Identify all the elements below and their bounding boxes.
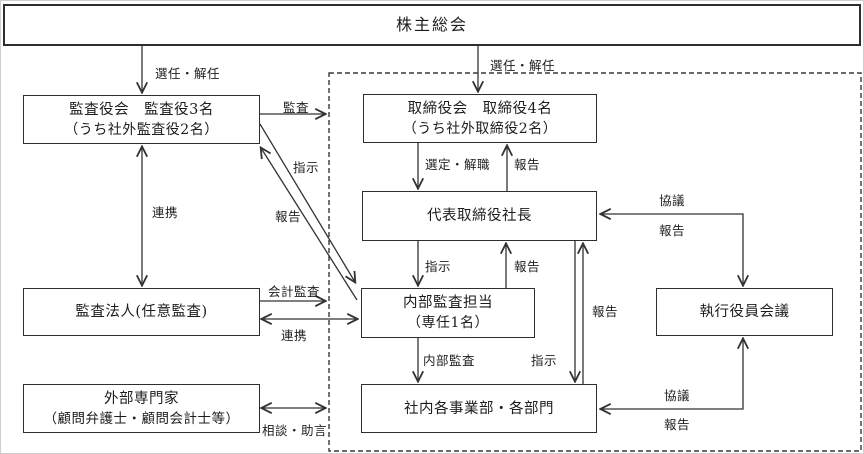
edge-label-report-from-divisions: 報告	[592, 304, 619, 319]
board-line2: （うち社外取締役2名）	[402, 120, 558, 137]
president-label: 代表取締役社長	[427, 208, 532, 224]
audit-firm-label: 監査法人(任意監査)	[75, 304, 208, 320]
box-external-experts: 外部専門家 （顧問弁護士・顧問会計士等）	[23, 384, 260, 433]
edge-label-instruct-diagonal: 指示	[293, 160, 320, 175]
internal-audit-line1: 内部監査担当	[403, 295, 493, 311]
edge-label-report-divisions-exec: 報告	[664, 417, 691, 432]
audit-board-line2: （うち社外監査役2名）	[64, 121, 219, 138]
box-audit-firm: 監査法人(任意監査)	[23, 288, 260, 336]
edge-label-audit: 監査	[283, 100, 310, 115]
edge-label-select-dismiss: 選定・解職	[425, 157, 491, 172]
edge-label-instruct-internal-audit: 指示	[425, 259, 452, 274]
box-internal-divisions: 社内各事業部・各部門	[361, 384, 597, 433]
edge-label-report-diagonal: 報告	[275, 209, 302, 224]
edge-label-report-to-board: 報告	[514, 157, 541, 172]
edge-label-appoint-dismiss-right: 選任・解任	[490, 58, 556, 73]
edge-label-consult-president: 協議	[659, 193, 686, 208]
internal-audit-line2: （専任1名）	[407, 315, 489, 331]
edge-label-internal-audit: 内部監査	[423, 353, 476, 368]
edge-label-consult-divisions: 協議	[664, 388, 691, 403]
internal-boundary-dashed-box	[328, 72, 862, 452]
external-experts-line1: 外部専門家	[104, 390, 179, 407]
shareholders-meeting-label: 株主総会	[395, 15, 468, 34]
edge-label-consult-advice: 相談・助言	[262, 423, 328, 438]
box-internal-audit-staff: 内部監査担当 （専任1名）	[361, 288, 535, 338]
audit-board-line1: 監査役会 監査役3名	[69, 101, 214, 118]
edge-label-report-president-exec: 報告	[659, 223, 686, 238]
edge-label-report-to-president: 報告	[514, 259, 541, 274]
box-shareholders-meeting: 株主総会	[3, 4, 861, 46]
box-board-of-directors: 取締役会 取締役4名 （うち社外取締役2名）	[363, 94, 597, 143]
exec-council-label: 執行役員会議	[699, 304, 790, 320]
edge-label-cooperation-horizontal: 連携	[281, 328, 308, 343]
divisions-label: 社内各事業部・各部門	[404, 400, 554, 417]
edge-label-cooperation-vertical: 連携	[152, 205, 179, 220]
board-line1: 取締役会 取締役4名	[407, 100, 553, 117]
edge-label-accounting-audit: 会計監査	[268, 284, 321, 299]
box-president-ceo: 代表取締役社長	[362, 191, 597, 241]
external-experts-line2: （顧問弁護士・顧問会計士等）	[43, 410, 240, 427]
edge-label-appoint-dismiss-left: 選任・解任	[155, 66, 221, 81]
box-executive-officers-council: 執行役員会議	[656, 288, 833, 336]
box-audit-and-supervisory-board: 監査役会 監査役3名 （うち社外監査役2名）	[23, 95, 260, 144]
edge-label-instruct-divisions: 指示	[531, 353, 558, 368]
